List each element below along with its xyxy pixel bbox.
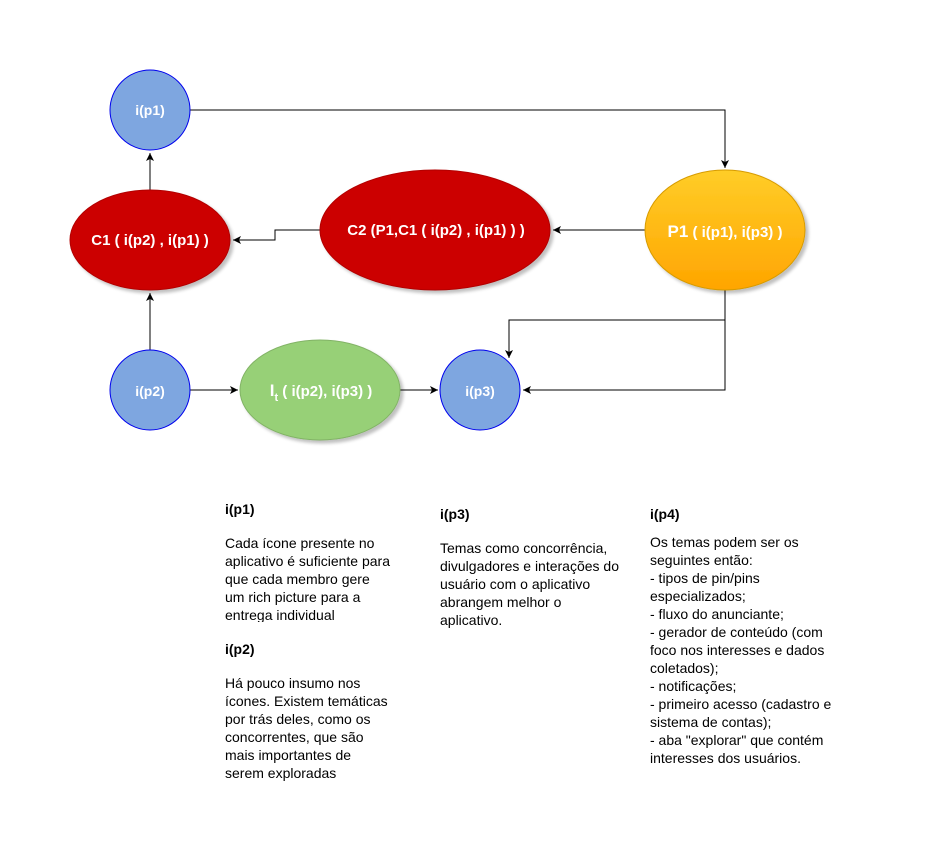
node-c2-label: C2 (P1,C1 ( i(p2) , i(p1) ) ) xyxy=(347,222,525,239)
note-ip3-title: i(p3) xyxy=(440,506,470,522)
node-ip1-shape xyxy=(109,69,191,151)
node-c1: C1 ( i(p2) , i(p1) ) xyxy=(69,189,231,291)
node-ip2: i(p2) xyxy=(109,349,191,431)
node-p1-label-rest: ( i(p1), i(p3) ) xyxy=(688,224,782,241)
node-it: It ( i(p2), i(p3) ) xyxy=(239,339,401,441)
node-ip1-label: i(p1) xyxy=(135,102,165,118)
edge-p1-to-ip3-right xyxy=(523,320,726,394)
node-it-label-main: I xyxy=(270,381,275,400)
node-c1-shape xyxy=(69,189,231,291)
node-it-label-rest: ( i(p2), i(p3) ) xyxy=(278,383,372,400)
node-c1-label: C1 ( i(p2) , i(p1) ) xyxy=(91,232,209,249)
node-p1-label-main: P1 xyxy=(668,222,689,241)
edge-c2-to-c1 xyxy=(233,229,320,244)
note-ip1: i(p1) Cada ícone presente no aplicativo … xyxy=(225,500,425,622)
edge-ip1-to-p1 xyxy=(190,109,729,168)
note-ip2-title: i(p2) xyxy=(225,641,255,657)
node-ip3: i(p3) xyxy=(439,349,521,431)
edges xyxy=(146,109,729,394)
edge-p1-to-ip3-top xyxy=(505,290,726,358)
node-p1-shape xyxy=(644,169,806,291)
node-c2-shape xyxy=(319,169,551,291)
node-p1-label: P1 ( i(p1), i(p3) ) xyxy=(668,222,783,241)
note-ip3: i(p3) Temas como concorrência, divulgado… xyxy=(440,505,650,629)
node-it-label-sub: t xyxy=(274,392,278,404)
node-it-shape xyxy=(239,339,401,441)
note-ip1-body: Cada ícone presente no aplicativo é sufi… xyxy=(225,535,390,622)
note-ip4-body: Os temas podem ser os seguintes então: -… xyxy=(650,534,832,766)
note-ip4: i(p4) Os temas podem ser os seguintes en… xyxy=(650,505,865,767)
node-ip2-label: i(p2) xyxy=(135,383,165,399)
node-ip3-shape xyxy=(439,349,521,431)
node-it-label: It ( i(p2), i(p3) ) xyxy=(270,381,373,404)
node-c2: C2 (P1,C1 ( i(p2) , i(p1) ) ) xyxy=(319,169,551,291)
note-ip4-title: i(p4) xyxy=(650,506,680,522)
note-ip2: i(p2) Há pouco insumo nos ícones. Existe… xyxy=(225,640,425,782)
node-ip3-label: i(p3) xyxy=(465,383,495,399)
node-p1: P1 ( i(p1), i(p3) ) xyxy=(644,169,806,291)
note-ip3-body: Temas como concorrência, divulgadores e … xyxy=(440,540,620,628)
note-ip1-title: i(p1) xyxy=(225,501,255,517)
note-ip2-body: Há pouco insumo nos ícones. Existem temá… xyxy=(225,675,388,781)
node-ip1: i(p1) xyxy=(109,69,191,151)
node-ip2-shape xyxy=(109,349,191,431)
